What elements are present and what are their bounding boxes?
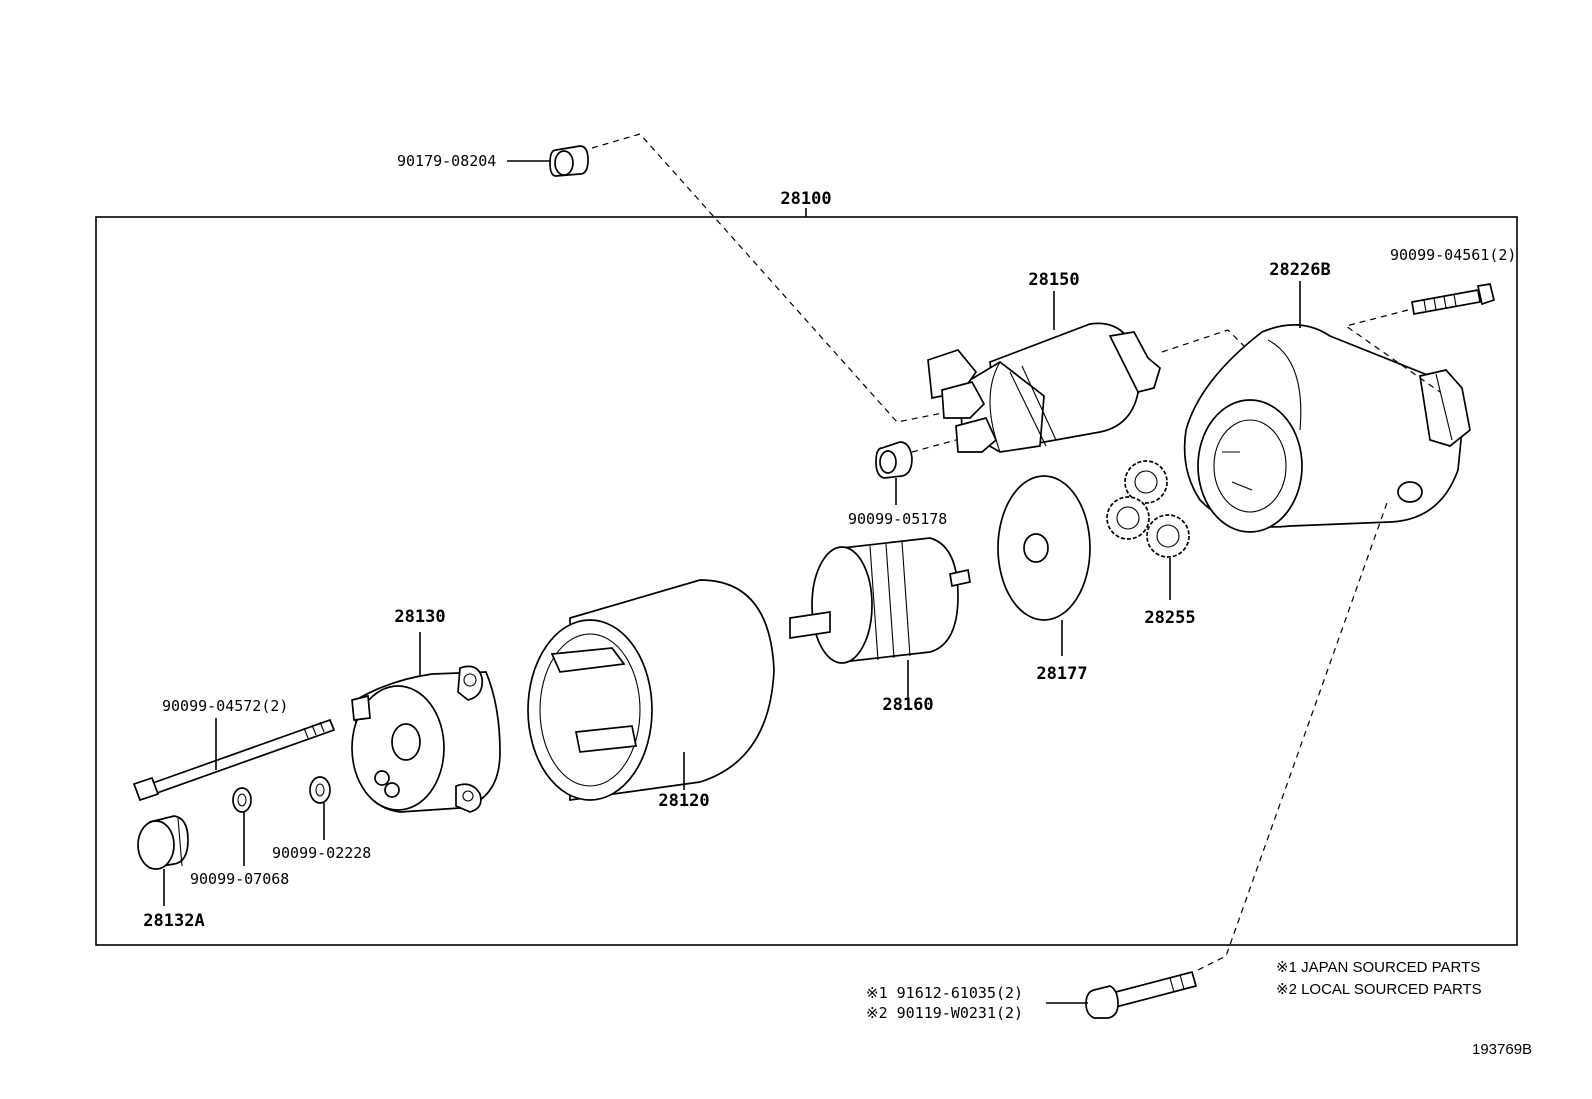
label-28132a: 28132A <box>143 911 204 931</box>
plate-28177 <box>997 475 1091 621</box>
label-28150: 28150 <box>1028 270 1079 290</box>
label-28255: 28255 <box>1144 608 1195 628</box>
label-90099-05178: 90099-05178 <box>848 510 947 528</box>
note-local-sourced: ※2 LOCAL SOURCED PARTS <box>1276 981 1482 998</box>
armature-28160 <box>789 537 971 664</box>
bolt-90099-04572 <box>132 718 336 802</box>
bolt-90099-04561 <box>1411 283 1496 315</box>
label-90099-04572: 90099-04572(2) <box>162 697 288 715</box>
figure-id: 193769B <box>1472 1041 1532 1058</box>
end-frame-28130 <box>351 665 501 813</box>
label-28100: 28100 <box>780 189 831 209</box>
housing-28226b <box>1183 324 1471 533</box>
yoke-28120 <box>527 579 775 801</box>
nut-90099-05178 <box>875 441 913 479</box>
label-90119-w0231: ※2 90119-W0231(2) <box>866 1004 1023 1022</box>
washer-90099-02228 <box>309 776 331 804</box>
label-28226b: 28226B <box>1269 260 1330 280</box>
note-japan-sourced: ※1 JAPAN SOURCED PARTS <box>1276 959 1480 976</box>
washer-90099-07068 <box>232 787 252 813</box>
label-91612-61035: ※1 91612-61035(2) <box>866 984 1023 1002</box>
label-28120: 28120 <box>658 791 709 811</box>
label-28160: 28160 <box>882 695 933 715</box>
bolt-91612-61035 <box>1085 970 1198 1019</box>
label-90099-02228: 90099-02228 <box>272 844 371 862</box>
cap-28132a <box>137 815 189 870</box>
label-28177: 28177 <box>1036 664 1087 684</box>
label-90179-08204: 90179-08204 <box>397 152 496 170</box>
label-90099-07068: 90099-07068 <box>190 870 289 888</box>
label-90099-04561: 90099-04561(2) <box>1390 246 1516 264</box>
nut-90179-08204 <box>549 145 589 177</box>
gears-28255 <box>1106 460 1190 558</box>
solenoid-28150 <box>927 322 1161 453</box>
label-28130: 28130 <box>394 607 445 627</box>
